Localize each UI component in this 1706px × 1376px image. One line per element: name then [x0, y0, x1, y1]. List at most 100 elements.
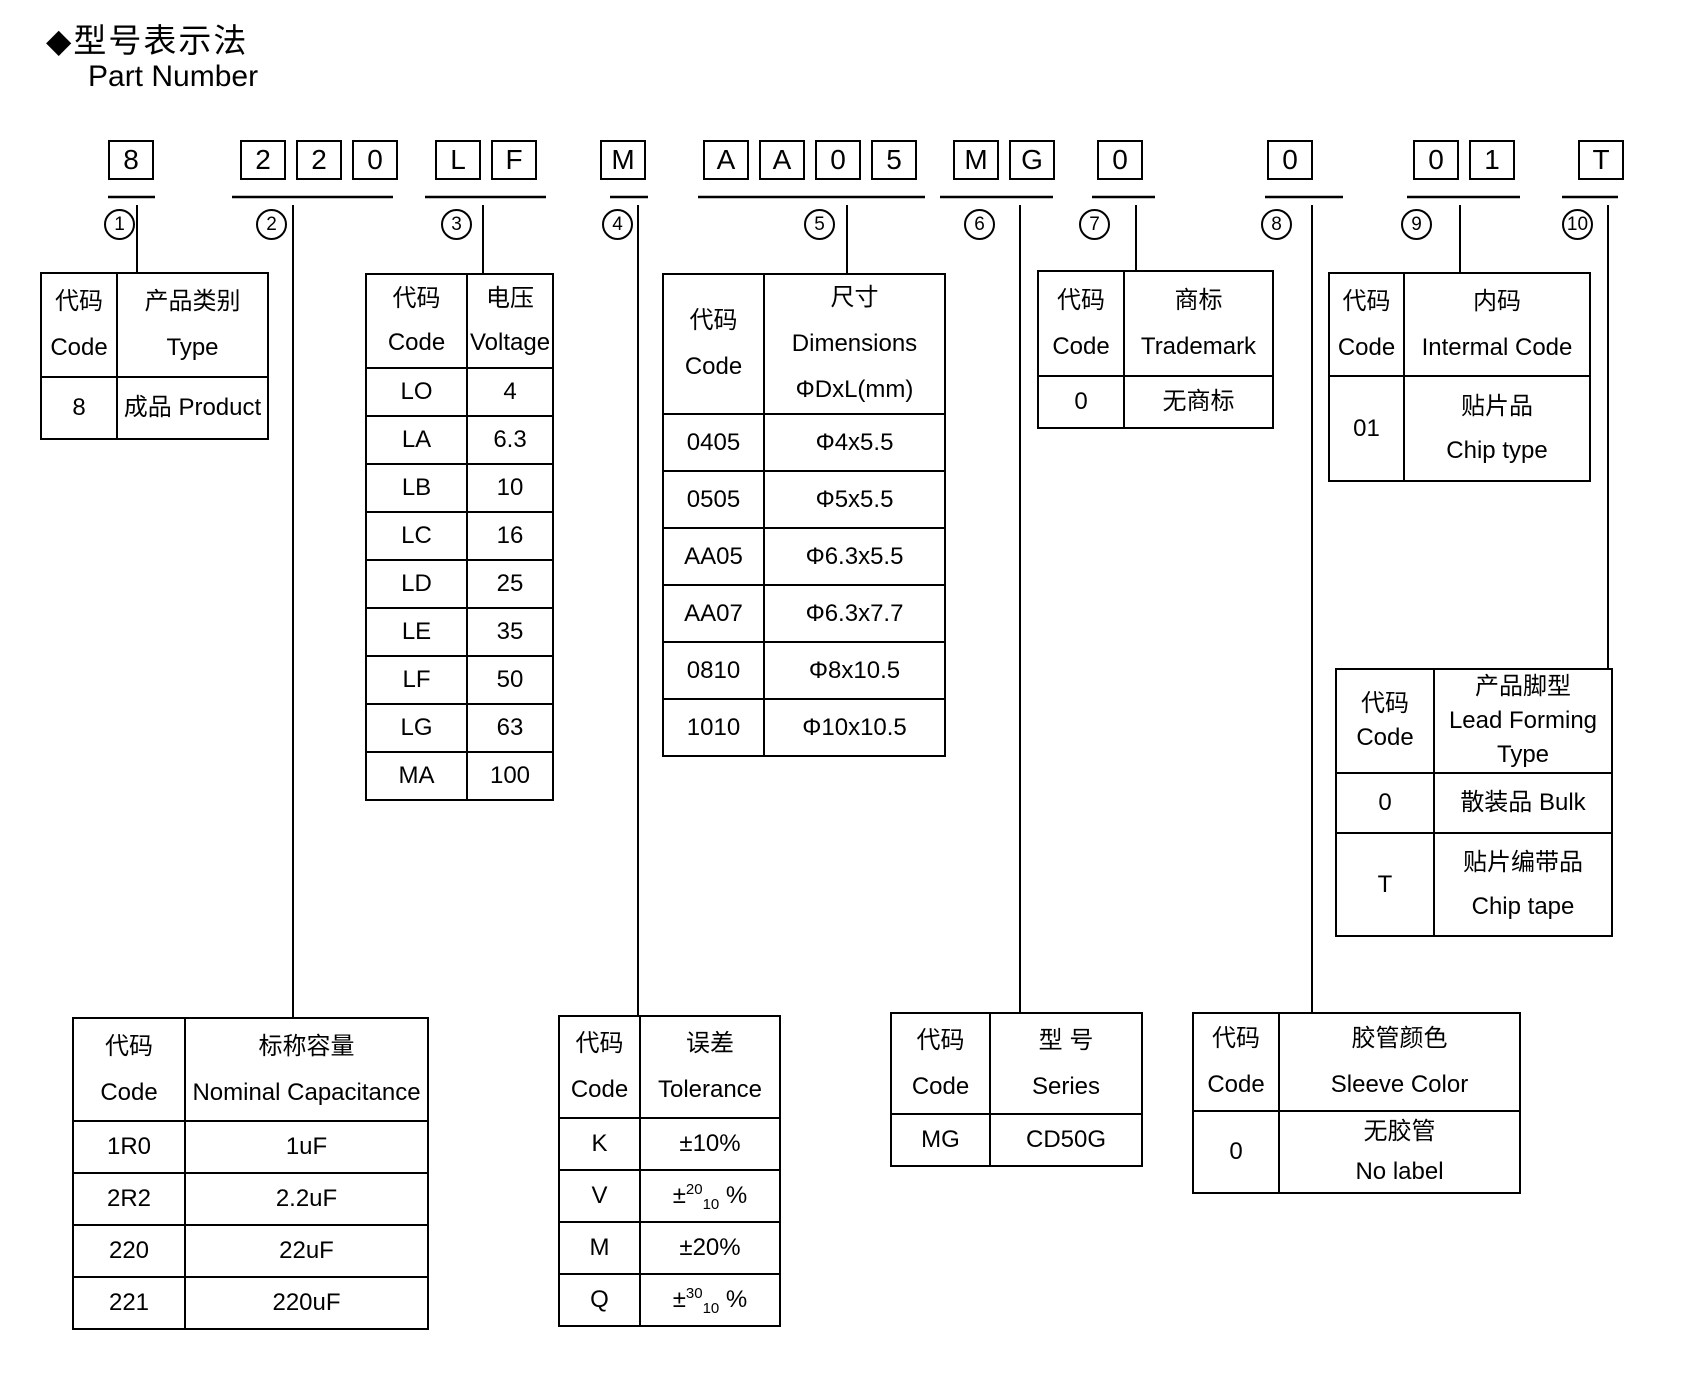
- pn-char-box: 2: [296, 140, 342, 180]
- table-cell: LF: [365, 655, 468, 705]
- pn-group-7: 0: [1097, 140, 1153, 180]
- table-cell: LC: [365, 511, 468, 561]
- table-cell: LE: [365, 607, 468, 657]
- pn-char-box: 2: [240, 140, 286, 180]
- table-cell: LB: [365, 463, 468, 513]
- table-row: Q±3010 %: [558, 1273, 781, 1327]
- table-cell: Φ6.3x7.7: [763, 584, 946, 643]
- pn-char-box: T: [1578, 140, 1624, 180]
- pn-char-box: A: [703, 140, 749, 180]
- table-cell: LG: [365, 703, 468, 753]
- pn-char-box: 0: [1267, 140, 1313, 180]
- group-number-badge: 7: [1079, 209, 1110, 240]
- table-cell: 0810: [662, 641, 765, 700]
- table-cell: 0: [1037, 375, 1125, 429]
- table-cell: 63: [466, 703, 554, 753]
- table-cell: LA: [365, 415, 468, 465]
- table-cell: 8: [40, 376, 118, 440]
- table-cell: 成品 Product: [116, 376, 269, 440]
- group-number-badge: 5: [804, 209, 835, 240]
- table-cell: 22uF: [184, 1224, 429, 1278]
- table-cell: LO: [365, 367, 468, 417]
- table-cell: CD50G: [989, 1113, 1143, 1167]
- table-cell: ±3010 %: [639, 1273, 781, 1327]
- pn-char-box: 0: [352, 140, 398, 180]
- table-cell: 0: [1192, 1110, 1280, 1194]
- table-row: V±2010 %: [558, 1169, 781, 1223]
- pn-group-10: T: [1578, 140, 1634, 180]
- table-cell: 1R0: [72, 1120, 186, 1174]
- pn-char-box: G: [1009, 140, 1055, 180]
- pn-char-box: 1: [1469, 140, 1515, 180]
- table-cell: Φ8x10.5: [763, 641, 946, 700]
- table-cell: 4: [466, 367, 554, 417]
- table-cell: 220uF: [184, 1276, 429, 1330]
- table-cell: 50: [466, 655, 554, 705]
- group-number-badge: 2: [256, 209, 287, 240]
- table-cell: 35: [466, 607, 554, 657]
- pn-group-1: 8: [108, 140, 164, 180]
- table-cell: Φ6.3x5.5: [763, 527, 946, 586]
- table-cell: 2R2: [72, 1172, 186, 1226]
- table-cell: 16: [466, 511, 554, 561]
- table-cell: Q: [558, 1273, 641, 1327]
- table-cell: V: [558, 1169, 641, 1223]
- group-number-badge: 3: [441, 209, 472, 240]
- table-cell: 220: [72, 1224, 186, 1278]
- table-cell: 221: [72, 1276, 186, 1330]
- table-cell: T: [1335, 832, 1435, 937]
- page-title-en: Part Number: [88, 60, 259, 93]
- table-row: M±20%: [558, 1221, 781, 1275]
- table-cell: ±20%: [639, 1221, 781, 1275]
